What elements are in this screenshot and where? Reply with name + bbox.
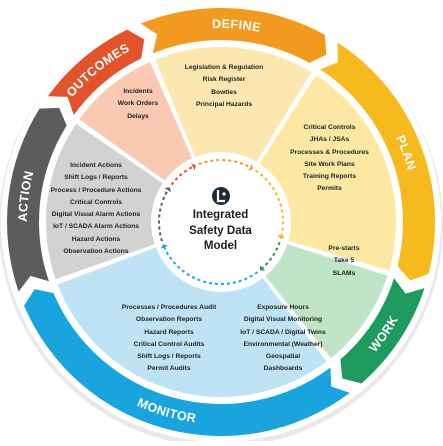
work-item: Pre-starts [328,245,360,252]
monitor-item: Geospatial [265,353,301,361]
center-circle [151,152,291,292]
define-item: Risk Register [202,76,246,84]
monitor-item: Dashboards [263,365,303,373]
work-item: SLAMs [332,269,356,277]
action-item: Observation Actions [63,248,129,256]
plan-item: Processes & Procedures [290,148,369,156]
action-item: Incident Actions [70,162,122,169]
center-title-line-2: Safety Data [189,224,252,237]
plan-ring-band [320,42,435,281]
outcomes-item: Delays [127,112,149,120]
monitor-item: Digital Visual Monitoring [243,316,323,324]
logo-mark [216,190,225,203]
logo-dot [222,192,226,196]
plan-item: JHAs / JSAs [309,136,350,144]
monitor-item: IoT / SCADA / Digital Twins [240,328,326,336]
outcomes-dashed-arc [170,164,196,186]
flow-arrow-icon [248,163,253,171]
action-item: Process / Procedure Actions [50,186,142,194]
monitor-dashed-arc [162,244,259,285]
monitor-item: Hazard Reports [144,328,194,336]
outcomes-ring-band [47,29,145,116]
logo-icon [212,187,230,205]
outer-ring [6,7,435,436]
plan-item: Critical Controls [303,124,356,131]
flow-arrow-icon [164,187,172,193]
define-label: DEFINE [212,17,262,35]
monitor-item: Environmental (Weather) [243,340,323,348]
monitor-item: Processes / Procedures Audit [121,304,217,311]
action-item: Digital Visual Alarm Actions [51,211,141,219]
monitor-item: Shift Logs / Reports [137,353,201,361]
action-ring-band [6,107,67,292]
monitor-item: Exposure Hours [257,304,309,311]
action-item: Hazard Actions [71,235,121,243]
outcomes-item: Work Orders [117,100,159,108]
define-item: Legislation & Regulation [184,64,264,71]
monitor-item: Critical Control Audits [133,340,205,348]
monitor-item: Permit Audits [147,365,191,373]
center-hub [151,152,291,292]
define-item: Bowties [211,88,237,96]
work-item: Take 5 [333,257,355,265]
monitor-item: Observation Reports [135,316,203,324]
action-dashed-arc [158,187,170,242]
center-title: Integrated Safety Data Model [163,208,278,255]
work-ring-band [340,278,425,384]
define-ring-band [140,7,327,63]
define-item: Principal Hazards [195,100,253,108]
define-dashed-arc [198,159,253,170]
center-title-line-1: Integrated [192,209,249,221]
center-title-line-3: Model [203,240,238,252]
action-item: Critical Controls [69,198,123,206]
plan-item: Permits [317,185,342,193]
flow-arrow-icon [160,244,169,249]
flow-arrow-icon [191,163,196,171]
outcomes-item: Incidents [123,88,153,95]
action-item: Shift Logs / Reports [64,174,128,182]
action-item: IoT / SCADA Alarm Actions [53,223,139,231]
plan-dashed-arc [255,169,284,239]
plan-item: Site Work Plans [304,160,355,168]
monitor-ring-band [24,289,350,436]
flow-arrow-icon [259,265,266,272]
plan-item: Training Reports [302,173,357,181]
flow-arrow-icon [277,235,286,240]
